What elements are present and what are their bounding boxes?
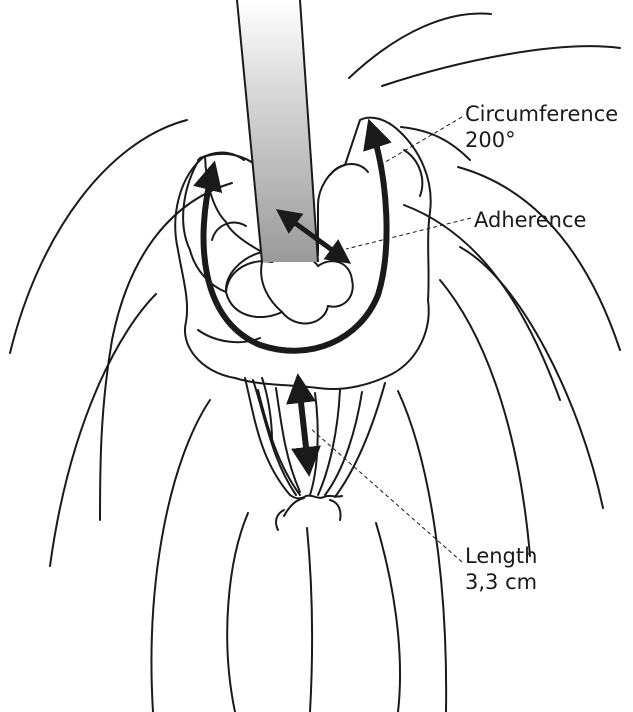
length-label-line2: 3,3 cm <box>465 569 537 595</box>
leader-adherence <box>346 218 471 249</box>
leader-circumference <box>382 117 462 164</box>
length-label-line1: Length <box>465 543 537 569</box>
length-arrow <box>299 385 308 465</box>
circumference-label: Circumference 200° <box>465 101 618 153</box>
stalk <box>245 378 385 530</box>
length-label: Length 3,3 cm <box>465 543 537 595</box>
adherence-label: Adherence <box>474 207 586 233</box>
circumference-label-line2: 200° <box>465 127 618 153</box>
adherence-label-text: Adherence <box>474 207 586 233</box>
scope-tube <box>237 0 318 262</box>
circumference-label-line1: Circumference <box>465 101 618 127</box>
